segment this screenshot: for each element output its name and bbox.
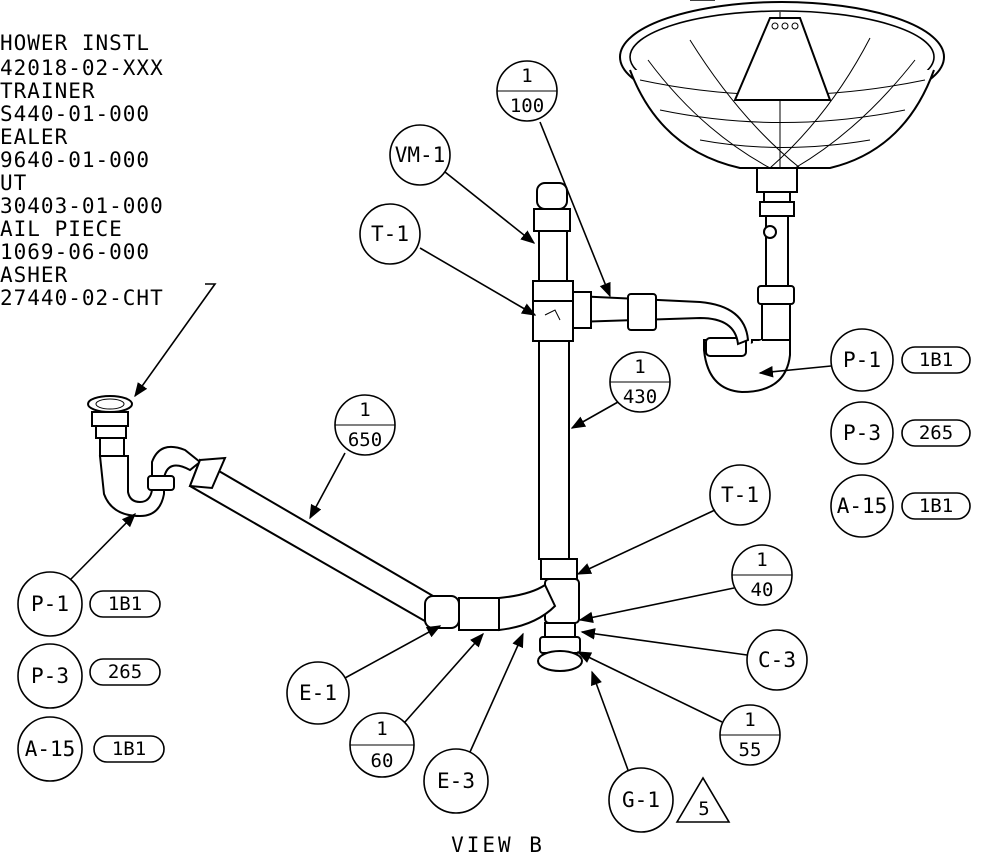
callout-p-3-right: P-3 265 [830, 401, 971, 465]
callout-g-1: G-1 5 [591, 670, 731, 833]
p-trap-left [98, 446, 202, 518]
parts-notes-list: HOWER INSTL 42018-02-XXX TRAINER S440-01… [0, 31, 164, 310]
note-line: TRAINER [0, 79, 96, 103]
fraction-den: 55 [739, 739, 762, 761]
washer-leader [134, 283, 217, 398]
callout-label: A-15 [837, 494, 888, 518]
fraction-den: 100 [510, 95, 544, 117]
note-line: 27440-02-CHT [0, 286, 164, 310]
callout-p-1-right: P-1 1B1 [758, 328, 971, 392]
revision-number: 5 [698, 798, 709, 820]
p-trap-right [703, 337, 791, 394]
callout-a-15-right: A-15 1B1 [830, 474, 971, 538]
fraction-den: 650 [348, 429, 382, 451]
note-line: UT [0, 171, 27, 195]
note-line: S440-01-000 [0, 102, 150, 126]
horizontal-branch-pipe [572, 291, 750, 346]
fraction-num: 1 [359, 399, 370, 421]
callout-tag: 265 [919, 422, 953, 444]
callout-label: P-1 [843, 348, 881, 372]
callout-tag: 1B1 [919, 495, 953, 517]
callout-label: T-1 [721, 483, 759, 507]
fraction-num: 1 [521, 65, 532, 87]
callout-label: A-15 [25, 737, 76, 761]
callout-a-15-left: A-15 1B1 [17, 716, 165, 782]
fraction-den: 60 [371, 750, 394, 772]
callout-e-1: E-1 [286, 625, 442, 725]
fraction-num: 1 [634, 356, 645, 378]
callout-label: P-3 [843, 421, 881, 445]
note-line: EALER [0, 125, 68, 149]
note-line: 42018-02-XXX [0, 56, 164, 80]
callout-t-1-top: T-1 [359, 203, 537, 316]
vertical-stack [532, 182, 583, 672]
fraction-num: 1 [756, 549, 767, 571]
sink-basin [619, 1, 945, 341]
note-line: ASHER [0, 263, 68, 287]
callout-fraction-40: 1 40 [578, 544, 793, 624]
fraction-den: 430 [623, 386, 657, 408]
view-label: VIEW B [451, 833, 545, 857]
callout-label: G-1 [622, 788, 660, 812]
callout-label: C-3 [758, 648, 796, 672]
note-line: HOWER INSTL [0, 31, 150, 55]
revision-triangle [675, 776, 731, 823]
long-diagonal-pipe [188, 456, 557, 632]
callout-tag: 1B1 [112, 738, 146, 760]
fraction-den: 40 [751, 579, 774, 601]
left-drain-strainer [87, 395, 133, 457]
callout-t-1-right: T-1 [576, 464, 771, 575]
callout-tag: 1B1 [919, 349, 953, 371]
callout-fraction-55: 1 55 [576, 651, 781, 766]
callout-label: P-1 [31, 592, 69, 616]
callout-fraction-60: 1 60 [349, 632, 484, 778]
callout-label: E-1 [299, 681, 337, 705]
note-line: AIL PIECE [0, 217, 123, 241]
callout-e-3: E-3 [423, 632, 524, 814]
callout-label: VM-1 [395, 143, 446, 167]
callout-fraction-100: 1 100 [496, 60, 611, 298]
callout-label: P-3 [31, 664, 69, 688]
callout-c-3: C-3 [580, 628, 808, 691]
callout-tag: 1B1 [108, 593, 142, 615]
note-line: 30403-01-000 [0, 194, 164, 218]
callout-p-1-left: P-1 1B1 [17, 512, 161, 637]
callout-label: T-1 [371, 222, 409, 246]
callout-fraction-430: 1 430 [570, 351, 671, 429]
callout-tag: 265 [108, 661, 142, 683]
callout-label: E-3 [437, 769, 475, 793]
callout-fraction-650: 1 650 [309, 394, 396, 520]
fraction-num: 1 [744, 709, 755, 731]
callout-p-3-left: P-3 265 [17, 643, 161, 709]
fraction-num: 1 [376, 718, 387, 740]
note-line: 1069-06-000 [0, 240, 150, 264]
callout-vm-1: VM-1 [389, 124, 536, 244]
note-line: 9640-01-000 [0, 148, 150, 172]
